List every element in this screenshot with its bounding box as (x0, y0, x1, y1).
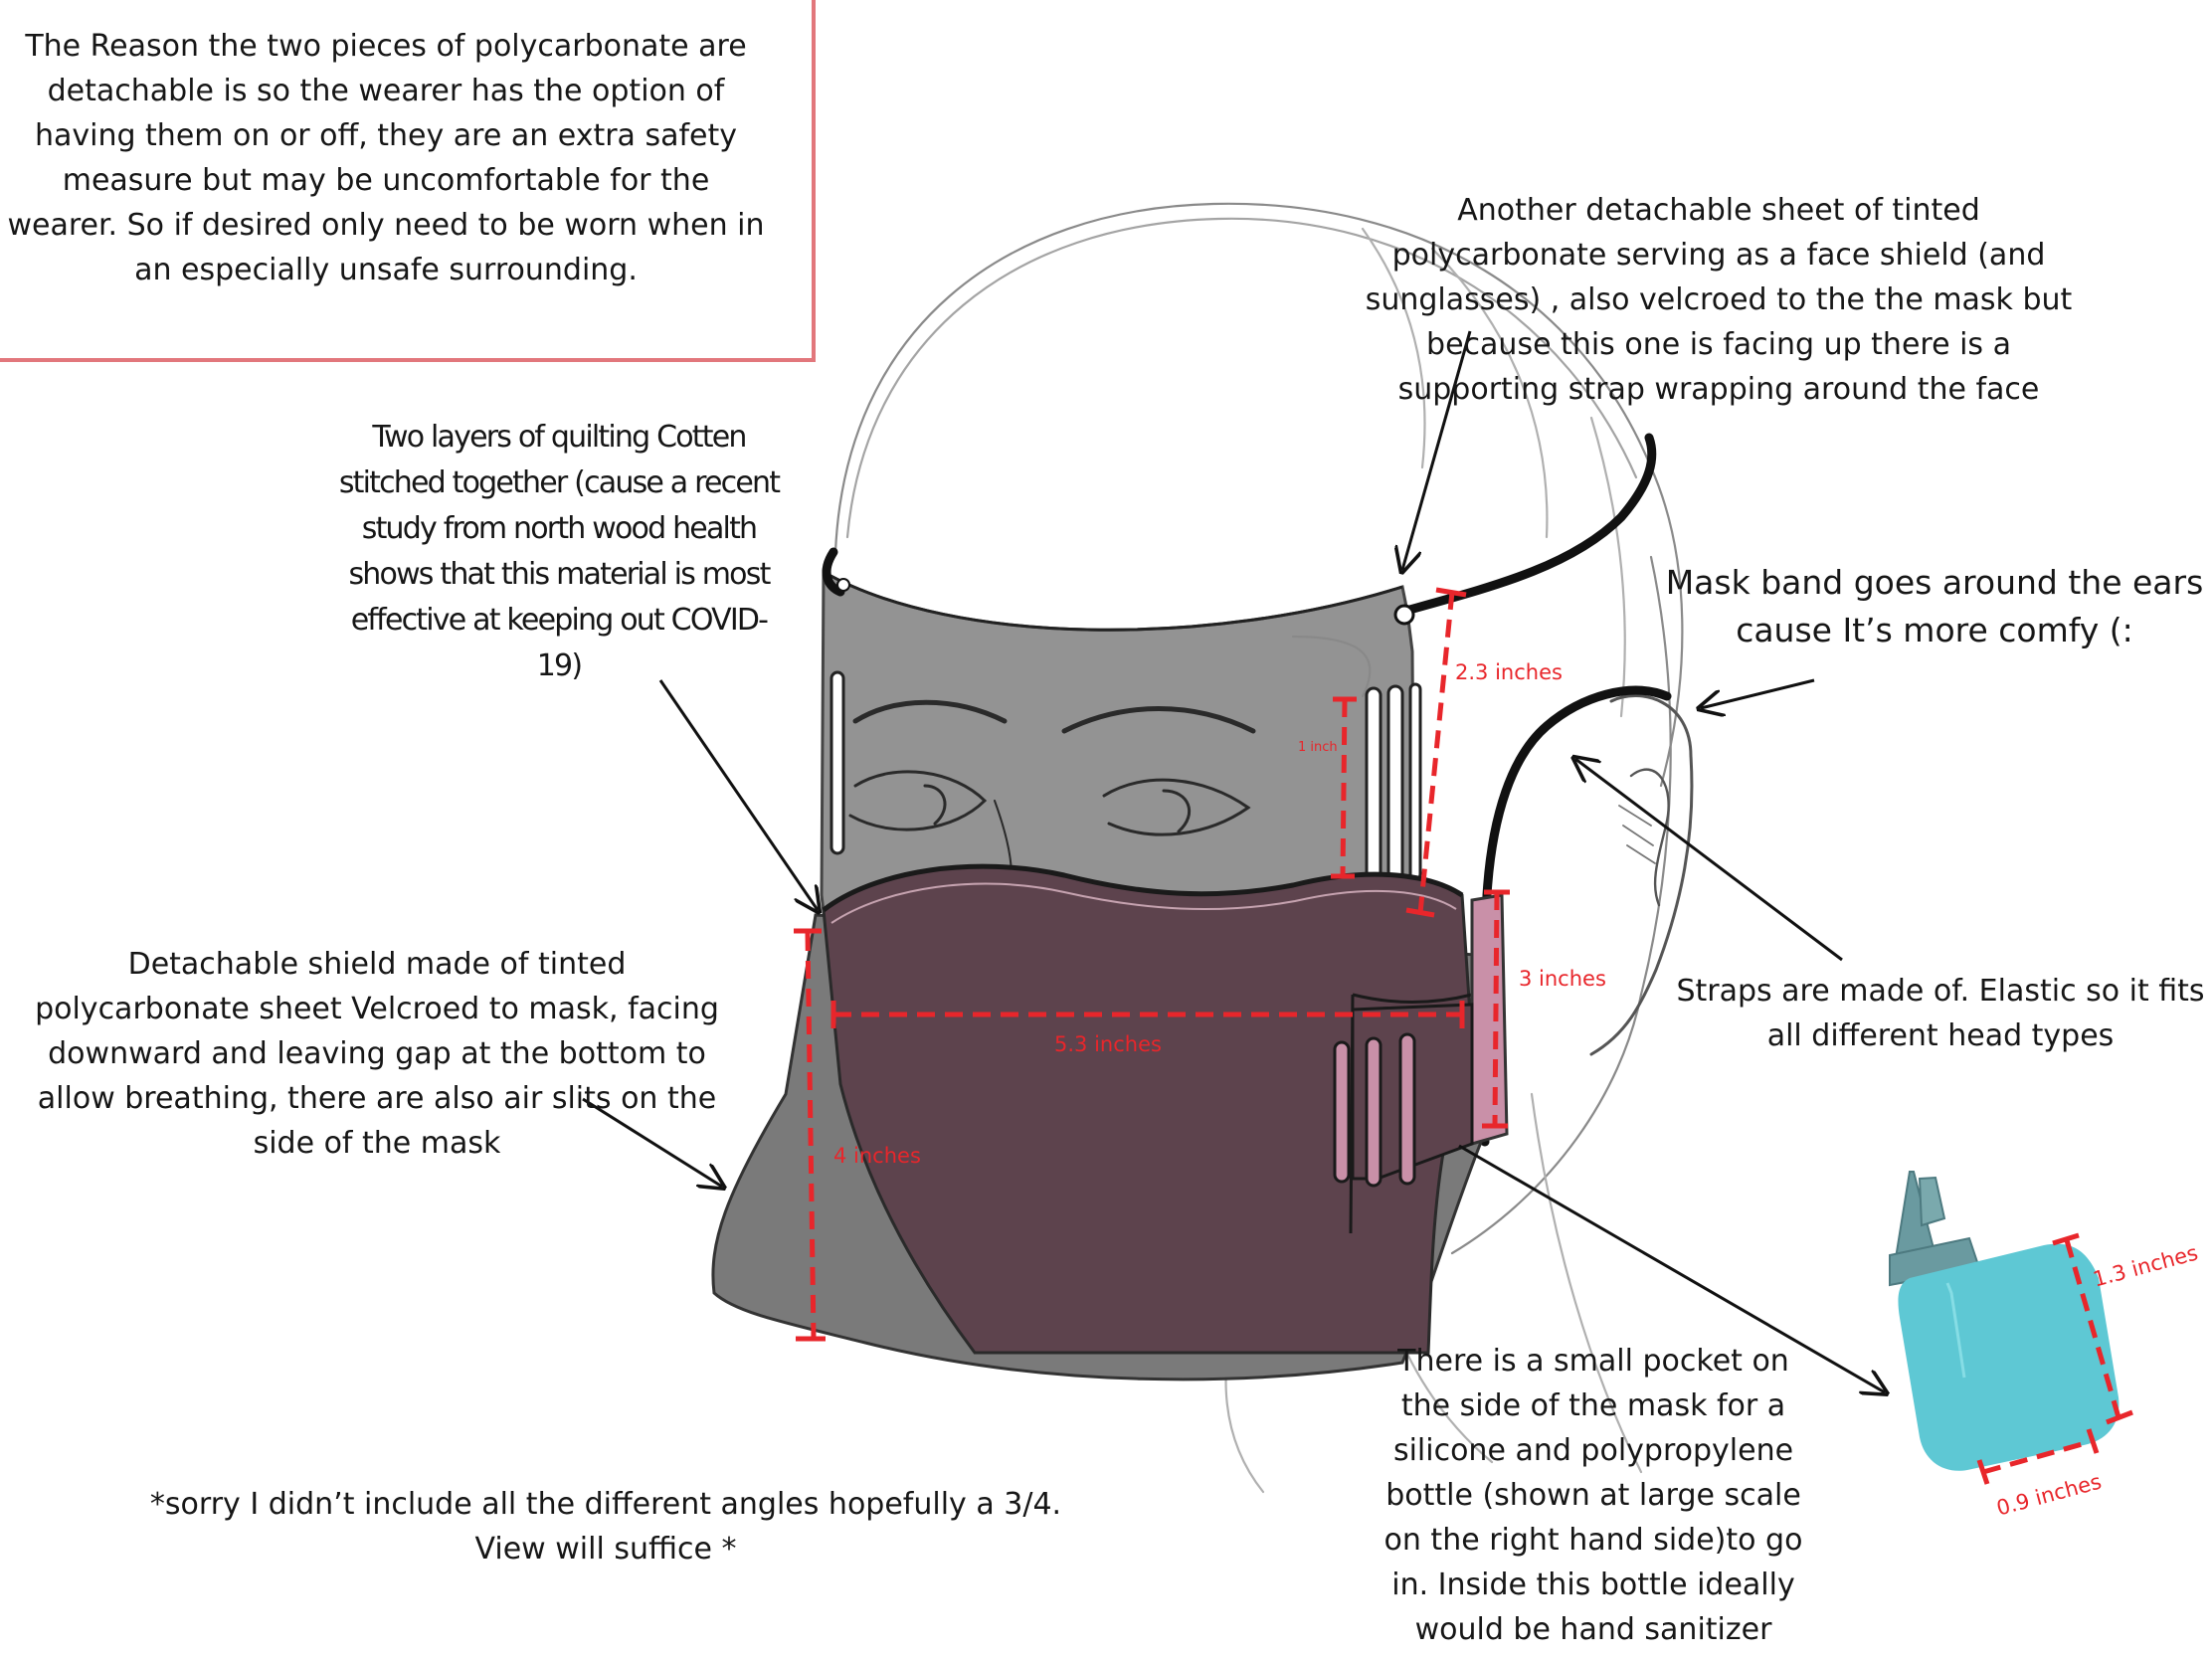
mask-width-label: 5.3 inches (1054, 1032, 1162, 1056)
face-shield-note: Another detachable sheet of tinted polyc… (1361, 188, 2077, 412)
bottom-shield-height-label: 4 inches (833, 1144, 921, 1168)
detachable-reason-note: The Reason the two pieces of polycarbona… (4, 24, 768, 292)
straps-note: Straps are made of. Elastic so it fits a… (1665, 969, 2212, 1058)
apology-note: *sorry I didn’t include all the differen… (117, 1482, 1094, 1571)
strap-rivet-left (837, 579, 849, 591)
cotton-layers-note: Two layers of quilting Cotten stitched t… (336, 415, 782, 689)
strap-rivet (1395, 606, 1413, 624)
slit-length-label: 1 inch (1298, 736, 1338, 760)
head-strap (827, 438, 1652, 612)
mask-band-note: Mask band goes around the ears cause It’… (1631, 559, 2212, 654)
pocket-note: There is a small pocket on the side of t… (1371, 1339, 1816, 1652)
bottom-shield-note: Detachable shield made of tinted polycar… (32, 942, 722, 1166)
mask-air-slits (1335, 1034, 1414, 1186)
pocket-height-label: 3 inches (1519, 967, 1606, 991)
shield-height-label: 2.3 inches (1455, 660, 1563, 684)
sanitizer-bottle (1890, 1172, 2119, 1471)
